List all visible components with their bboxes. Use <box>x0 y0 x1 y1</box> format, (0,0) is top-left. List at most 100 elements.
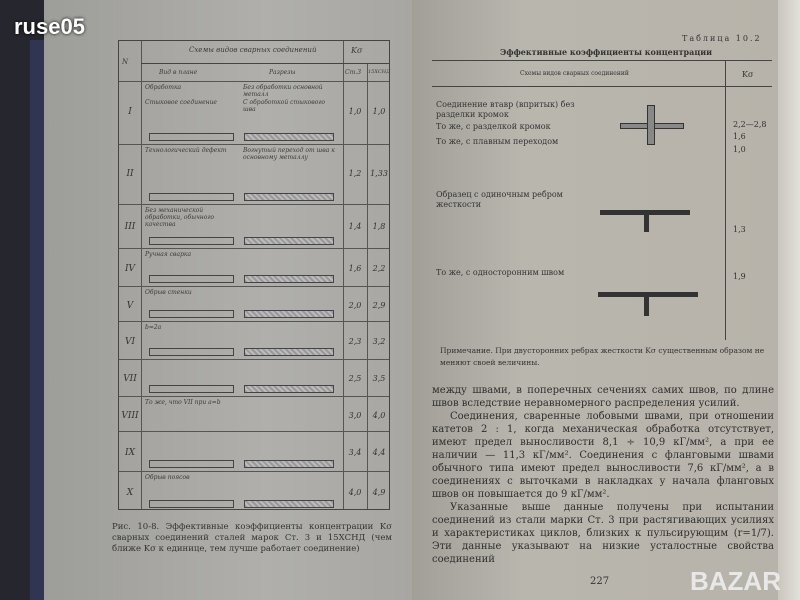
plate-plan-sketch <box>149 500 234 508</box>
header-plan: Вид в плане <box>159 69 198 76</box>
sketch-annotation: Ручная сварка <box>145 251 192 258</box>
sketch-annotation: С обработкой стыкового шва <box>243 99 326 113</box>
k-15hsnd-value: 1,33 <box>370 168 388 178</box>
sketch-annotations: Ручная сварка <box>145 251 341 258</box>
k-st3-value: 3,0 <box>348 410 362 420</box>
body-text: между швами, в поперечных сечениях самих… <box>432 384 774 566</box>
k-value: 1,0 <box>733 145 746 154</box>
k-15hsnd-value: 1,8 <box>372 222 386 232</box>
k-15hsnd-value: 2,2 <box>372 263 386 273</box>
plate-section-sketch <box>244 500 334 508</box>
sketch-annotations: b=2a <box>145 324 341 331</box>
figure-row: II 1,2 1,33 Технологический дефект Вогнутый … <box>119 144 389 204</box>
right-page <box>412 0 782 600</box>
joint-type-label: То же, с односторонним швом <box>436 268 565 277</box>
k-value: 1,3 <box>733 225 746 234</box>
k-15hsnd-value: 3,2 <box>372 336 386 346</box>
k-15hsnd-value: 1,0 <box>372 106 386 116</box>
plate-plan-sketch <box>149 385 234 393</box>
row-number: IX <box>125 447 135 458</box>
header-cuts: Разрезы <box>269 69 296 76</box>
header-k: Kσ <box>351 46 363 55</box>
sketch-annotation: Без обработки основной металл <box>243 84 323 98</box>
k-value: 1,6 <box>733 132 746 141</box>
stiffener-sketch <box>644 210 649 232</box>
sketch-annotations: Без механической обработки, обычного кач… <box>145 207 341 228</box>
k-st3-value: 4,0 <box>348 487 362 497</box>
sketch-annotations: Обрыв стенки <box>145 289 341 296</box>
figure-row: I 1,0 1,0 Обработка Без обработки основной м… <box>119 81 389 144</box>
row-number: VII <box>123 374 137 385</box>
header-n: N <box>122 58 129 66</box>
plate-section-sketch <box>244 348 334 356</box>
sketch-annotations: То же, что VII при a=b <box>145 399 341 406</box>
stiffener-sketch <box>644 292 649 316</box>
sketch-annotation: b=2a <box>145 324 162 331</box>
k-st3-value: 2,5 <box>348 374 362 384</box>
table-note: Примечание. При двусторонних ребрах жест… <box>440 346 765 367</box>
row-number: I <box>128 106 132 117</box>
row-number: VI <box>124 336 136 347</box>
header-schemes: Схемы видов сварных соединений <box>189 46 317 54</box>
joint-type-label: Образец с одиночным ребром жесткости <box>436 190 563 209</box>
sketch-annotations: Технологический дефект Вогнутый переход о… <box>145 147 341 161</box>
watermark-bazar: BAZAR <box>690 566 781 596</box>
plate-plan-sketch <box>149 237 234 245</box>
col-k: Kσ <box>742 70 754 79</box>
k-st3-value: 1,4 <box>348 222 362 232</box>
plate-section-sketch <box>244 385 334 393</box>
col-schemes: Схемы видов сварных соединений <box>520 70 629 77</box>
header-st3: Ст.3 <box>345 69 362 76</box>
joint-type-label: То же, с плавным переходом <box>436 137 559 146</box>
sketch-annotation: Обработка <box>145 84 182 91</box>
k-value: 1,9 <box>733 272 746 281</box>
k-st3-value: 2,3 <box>348 336 362 346</box>
figure-caption: Рис. 10-8. Эффективные коэффициенты конц… <box>112 522 392 554</box>
sketch-annotation: Стыковое соединение <box>145 99 217 106</box>
plate-section-sketch <box>244 237 334 245</box>
plate-plan-sketch <box>149 348 234 356</box>
row-number: V <box>126 300 134 311</box>
watermark-logo: ruse05 <box>14 14 85 39</box>
k-st3-value: 1,6 <box>348 263 362 273</box>
figure-row: IV 1,6 2,2 Ручная сварка <box>119 248 389 286</box>
header-15hsnd: 15ХСНД <box>368 69 391 75</box>
row-number: X <box>126 487 134 498</box>
plate-section-sketch <box>244 133 334 141</box>
k-st3-value: 1,0 <box>348 106 362 116</box>
table-label: Таблица 10.2 <box>682 34 762 43</box>
row-number: II <box>126 168 134 179</box>
plate-plan-sketch <box>149 310 234 318</box>
row-number: III <box>124 222 136 233</box>
k-st3-value: 3,4 <box>348 447 362 457</box>
figure-row: VII 2,5 3,5 <box>119 359 389 396</box>
weld-joint-figure-table: Схемы видов сварных соединений Kσ N Вид … <box>118 40 390 510</box>
sketch-annotation: То же, что VII при a=b <box>145 399 221 406</box>
table-title: Эффективные коэффициенты концентрации <box>500 47 713 57</box>
k-15hsnd-value: 4,0 <box>372 410 386 420</box>
plate-plan-sketch <box>149 133 234 141</box>
sketch-annotation: Технологический дефект <box>145 147 227 154</box>
plate-plan-sketch <box>149 275 234 283</box>
sketch-annotation: Обрыв стенки <box>145 289 192 296</box>
k-value: 2,2—2,8 <box>733 120 767 129</box>
sketch-annotations: Обрыв поясов <box>145 474 341 481</box>
joint-type-label: Соединение втавр (впритык) без разделки … <box>436 100 575 119</box>
k-st3-value: 1,2 <box>348 168 362 178</box>
sketch-annotation: Обрыв поясов <box>145 474 190 481</box>
plate-section-sketch <box>244 275 334 283</box>
sketch-annotation: Без механической обработки, обычного кач… <box>145 207 215 228</box>
plate-plan-sketch <box>149 460 234 468</box>
paragraph: Указанные выше данные получены при испыт… <box>432 502 774 565</box>
k-15hsnd-value: 3,5 <box>372 374 386 384</box>
sketch-annotation: Вогнутый переход от шва к основному мета… <box>243 147 335 161</box>
joint-type-label: То же, с разделкой кромок <box>436 122 551 131</box>
row-number: IV <box>124 263 136 274</box>
tee-joint-sketch <box>647 105 655 145</box>
page-edges <box>778 0 800 600</box>
plate-section-sketch <box>244 310 334 318</box>
